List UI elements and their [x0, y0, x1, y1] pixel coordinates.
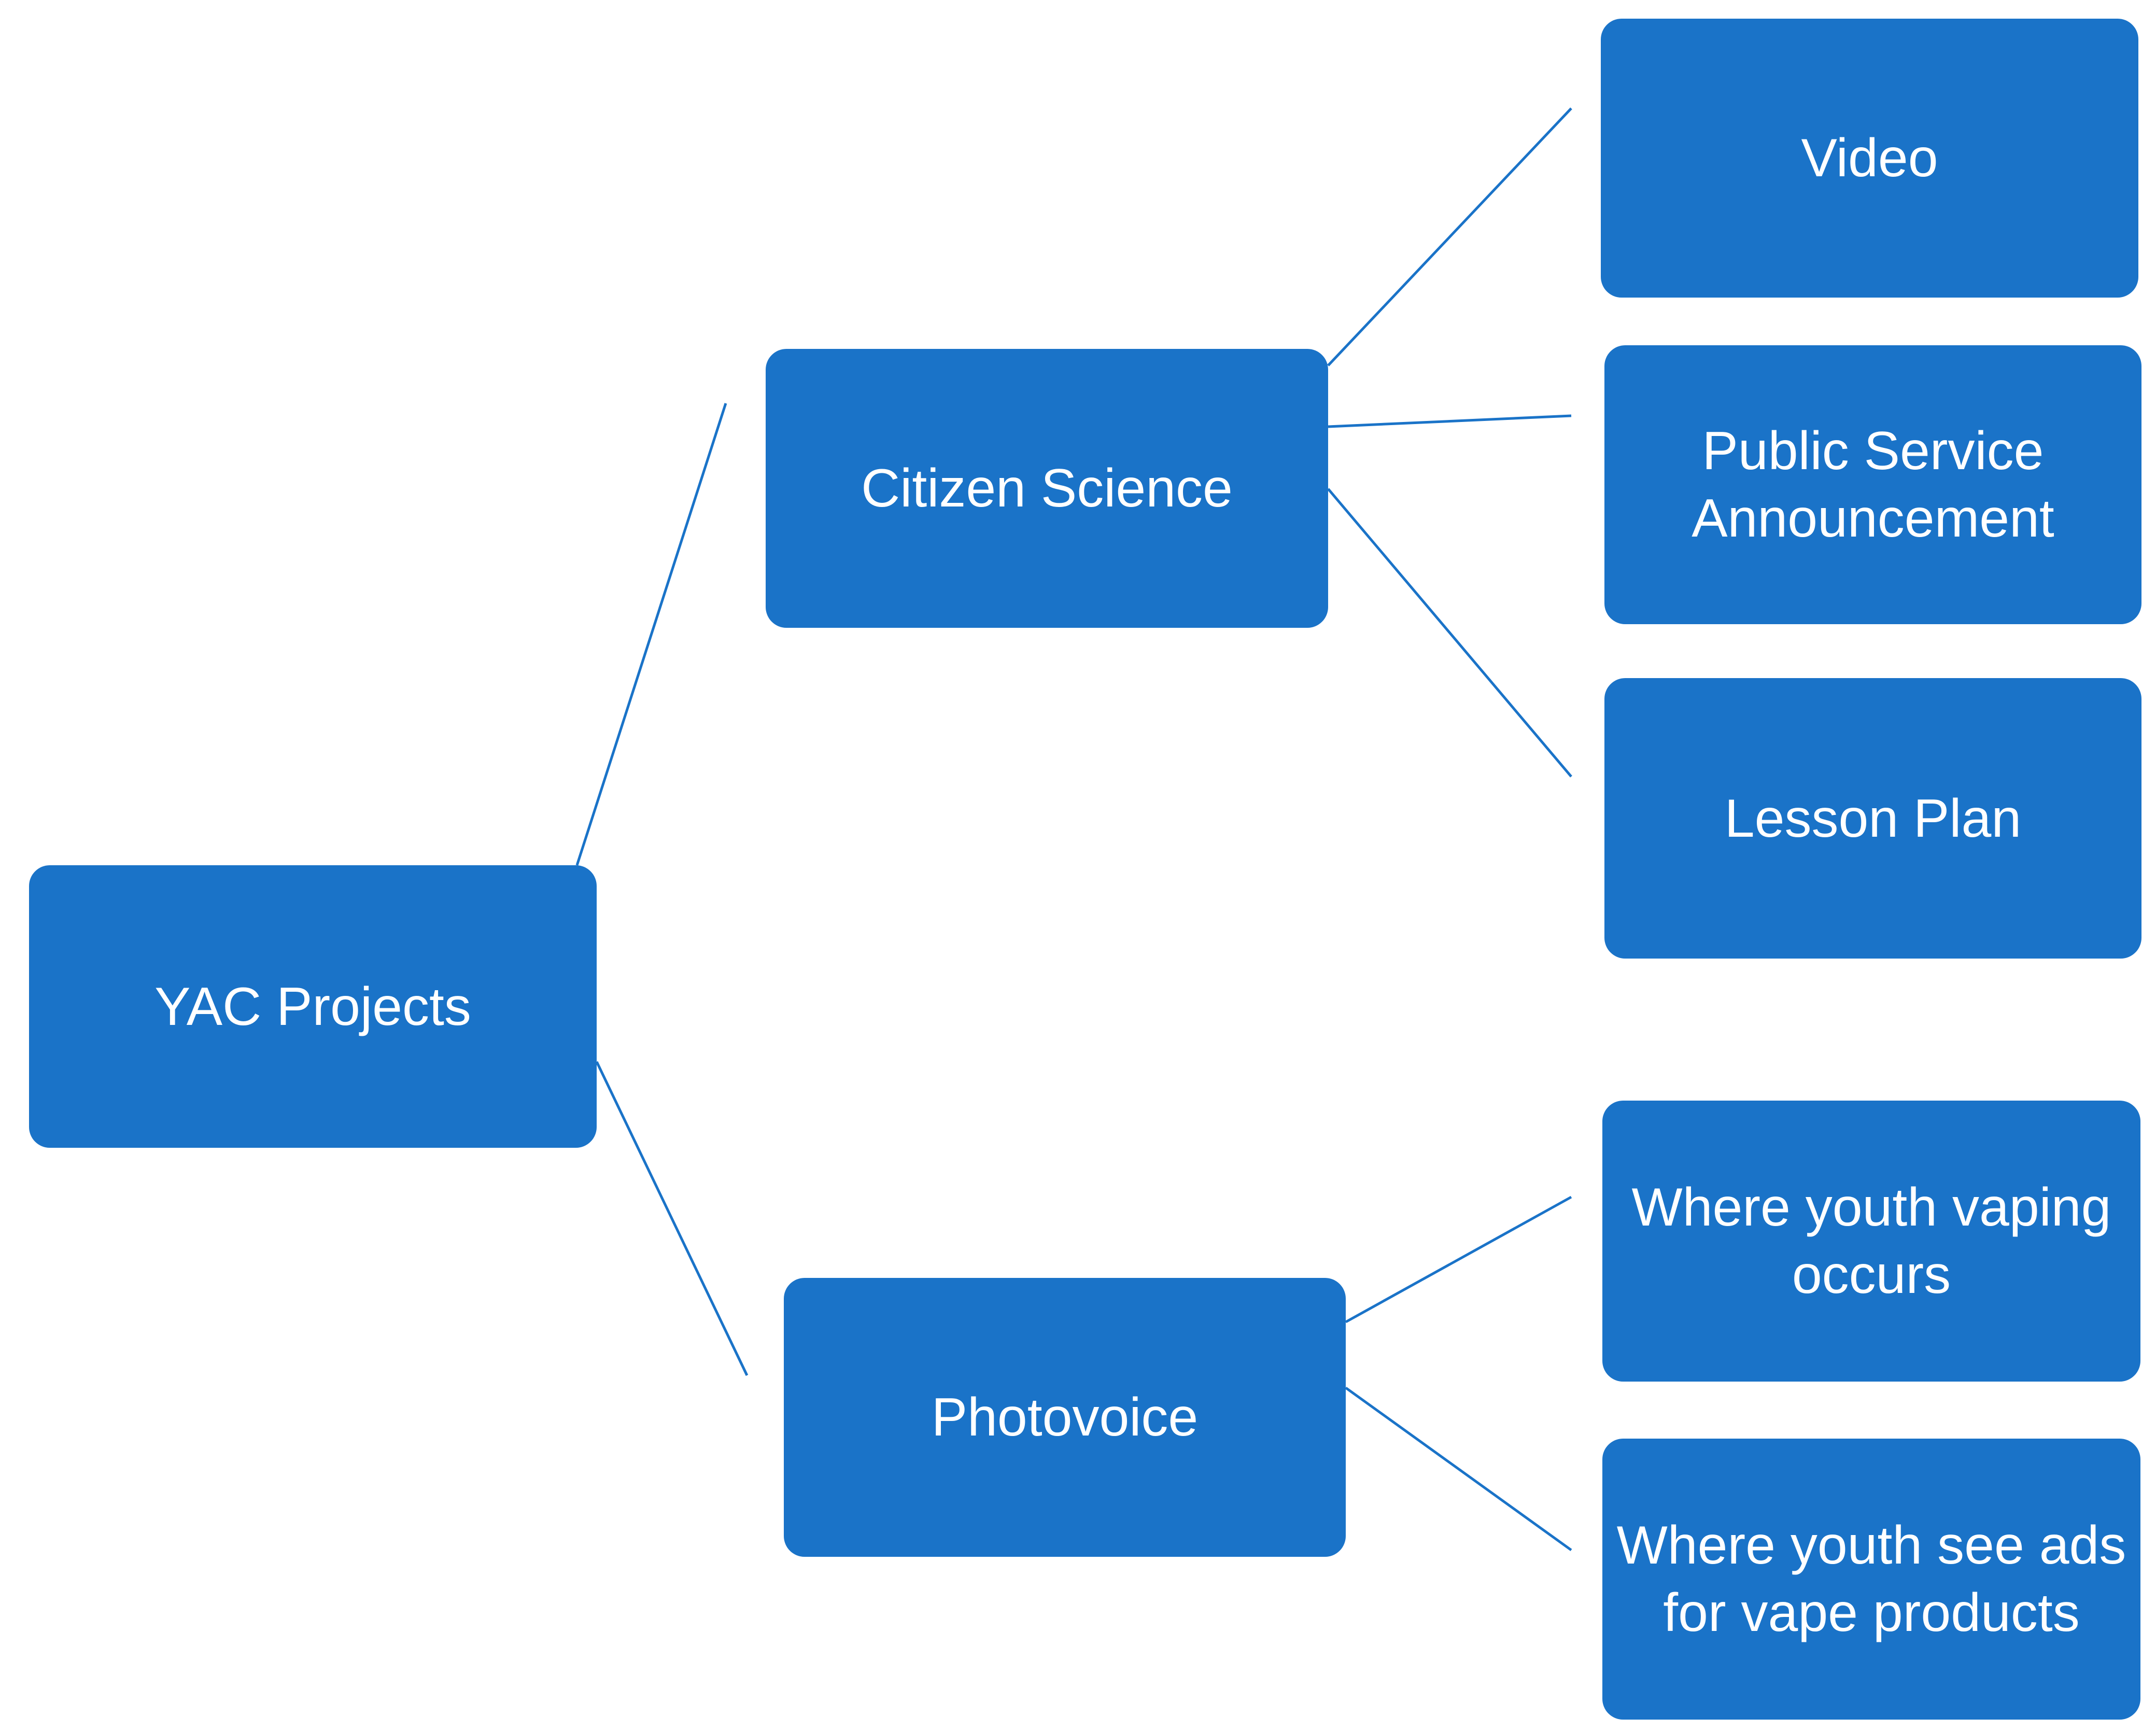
connector-citizen-science-to-video — [1327, 107, 1572, 367]
node-where-youth-see-ads: Where youth see ads for vape products — [1602, 1439, 2140, 1720]
node-public-service-announcement: Public Service Announcement — [1604, 345, 2141, 624]
node-label: Where youth vaping occurs — [1631, 1177, 2111, 1305]
node-label: Public Service Announcement — [1692, 421, 2054, 548]
node-yac-projects: YAC Projects — [29, 865, 597, 1148]
node-video: Video — [1601, 19, 2138, 298]
node-label: Where youth see ads for vape products — [1616, 1515, 2126, 1643]
node-label: Photovoice — [931, 1387, 1199, 1447]
node-label: Citizen Science — [861, 458, 1233, 518]
connector-photovoice-to-ads — [1345, 1386, 1572, 1552]
node-lesson-plan: Lesson Plan — [1604, 678, 2141, 959]
node-where-youth-vaping-occurs: Where youth vaping occurs — [1602, 1101, 2140, 1382]
node-photovoice: Photovoice — [784, 1278, 1346, 1557]
connector-citizen-science-to-lesson-plan — [1327, 488, 1572, 778]
node-label: Video — [1801, 128, 1938, 188]
node-label: YAC Projects — [154, 976, 471, 1037]
node-label: Lesson Plan — [1724, 788, 2022, 849]
connector-citizen-science-to-psa — [1328, 414, 1572, 428]
node-citizen-science: Citizen Science — [766, 349, 1328, 628]
connector-root-to-photovoice — [595, 1061, 749, 1376]
connector-photovoice-to-vaping — [1345, 1195, 1572, 1324]
connector-root-to-citizen-science — [575, 403, 727, 866]
